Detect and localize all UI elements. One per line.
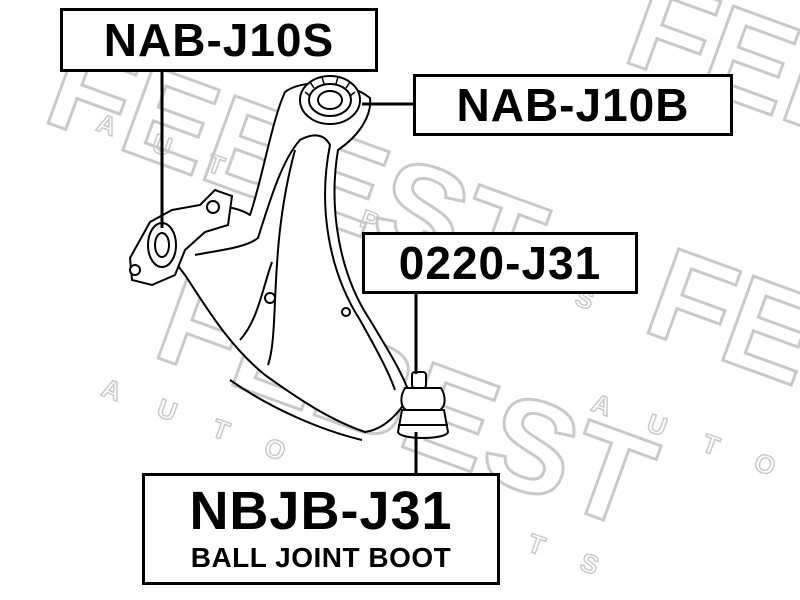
- control-arm-flange: [229, 379, 363, 441]
- part-code: NAB-J10B: [456, 79, 690, 131]
- ball-joint-boot: [400, 387, 446, 411]
- part-description: BALL JOINT BOOT: [190, 542, 452, 573]
- control-arm-inner-edge: [194, 134, 396, 391]
- control-arm-drawing: [165, 82, 411, 441]
- front-bushing-drawing: [128, 188, 234, 287]
- part-label-nbjb-j31: NBJB-J31 BALL JOINT BOOT: [142, 473, 500, 585]
- rear-bushing-ribs: [304, 76, 356, 97]
- leader-lines: [160, 72, 418, 473]
- part-code: NBJB-J31: [189, 481, 453, 541]
- part-label-0220-j31: 0220-J31: [362, 232, 638, 294]
- rear-bushing-drawing: [299, 75, 361, 125]
- front-bushing-bolt-hole: [206, 200, 220, 214]
- control-arm-hole: [341, 307, 351, 317]
- ball-joint-drawing: [396, 371, 450, 439]
- control-arm-rib: [267, 149, 296, 366]
- part-code: 0220-J31: [398, 237, 602, 289]
- rear-bushing-inner-ring: [317, 90, 343, 110]
- watermark-brand-text: FEBEST: [630, 219, 800, 532]
- control-arm-hole: [264, 292, 276, 304]
- front-bushing-bolt-hole: [129, 264, 141, 276]
- control-arm-outline: [165, 82, 411, 433]
- part-label-nab-j10b: NAB-J10B: [413, 74, 733, 136]
- part-label-nab-j10s: NAB-J10S: [60, 8, 378, 72]
- part-code: NAB-J10S: [103, 14, 335, 66]
- ball-joint-stud: [411, 371, 427, 389]
- control-arm-rib: [239, 261, 273, 341]
- front-bushing-core: [154, 232, 170, 258]
